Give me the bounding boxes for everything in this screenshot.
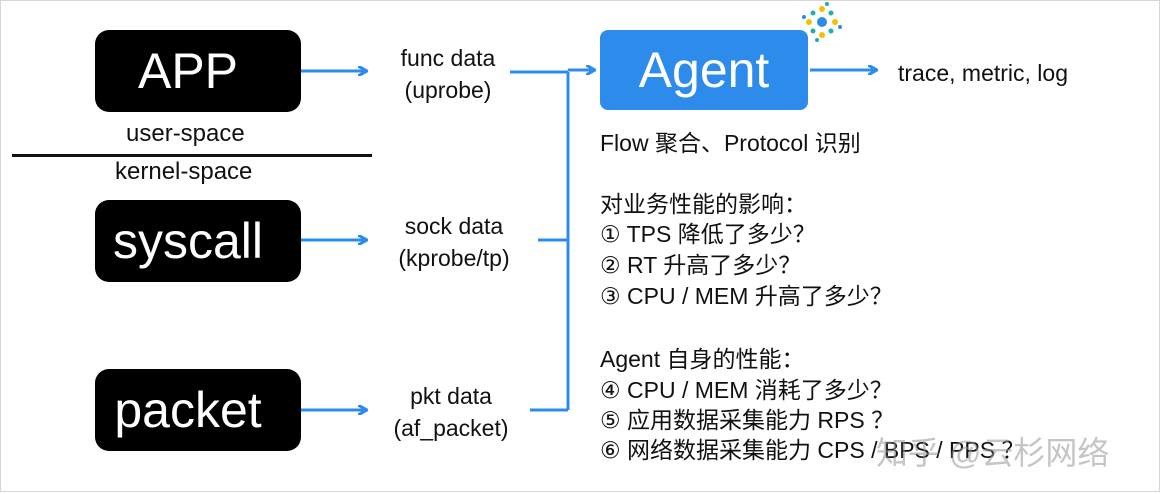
self-perf-item: ⑤ 应用数据采集能力 RPS ？ [600, 407, 895, 433]
packet-box: packet [95, 369, 301, 451]
sock-data-line2: (kprobe/tp) [398, 245, 510, 271]
impact-item: ② RT 升高了多少？ [600, 252, 802, 278]
packet-label: packet [114, 382, 262, 438]
func-data-line1: func data [400, 45, 496, 71]
sock-data-line1: sock data [404, 213, 504, 239]
user-space-label: user-space [126, 120, 245, 147]
sparkle-logo-icon [802, 2, 842, 42]
syscall-box: syscall [95, 200, 301, 282]
merge-bus [510, 70, 594, 412]
sock-data-label: sock data (kprobe/tp) [376, 210, 532, 274]
agent-label: Agent [638, 42, 770, 98]
self-perf-heading: Agent 自身的性能： [600, 346, 805, 372]
impact-item: ③ CPU / MEM 升高了多少？ [600, 283, 893, 309]
pkt-data-label: pkt data (af_packet) [376, 380, 526, 444]
func-data-label: func data (uprobe) [380, 42, 516, 106]
self-perf-item: ④ CPU / MEM 消耗了多少？ [600, 377, 893, 403]
space-divider [12, 154, 372, 157]
impact-item: ① TPS 降低了多少？ [600, 221, 816, 247]
func-data-line2: (uprobe) [404, 77, 492, 103]
pkt-data-line1: pkt data [410, 383, 492, 409]
agent-output-label: trace, metric, log [898, 60, 1068, 86]
agent-subtitle: Flow 聚合、Protocol 识别 [600, 130, 861, 156]
app-label: APP [137, 43, 239, 99]
agent-box: Agent [600, 30, 808, 110]
syscall-label: syscall [112, 213, 264, 269]
watermark: 知乎 @云杉网络 [876, 435, 1110, 471]
impact-heading: 对业务性能的影响： [600, 191, 807, 217]
pkt-data-line2: (af_packet) [393, 415, 509, 441]
app-box: APP [95, 30, 301, 112]
kernel-space-label: kernel-space [115, 158, 253, 185]
self-perf-item: ⑥ 网络数据采集能力 CPS / BPS / PPS ？ [600, 437, 1025, 463]
